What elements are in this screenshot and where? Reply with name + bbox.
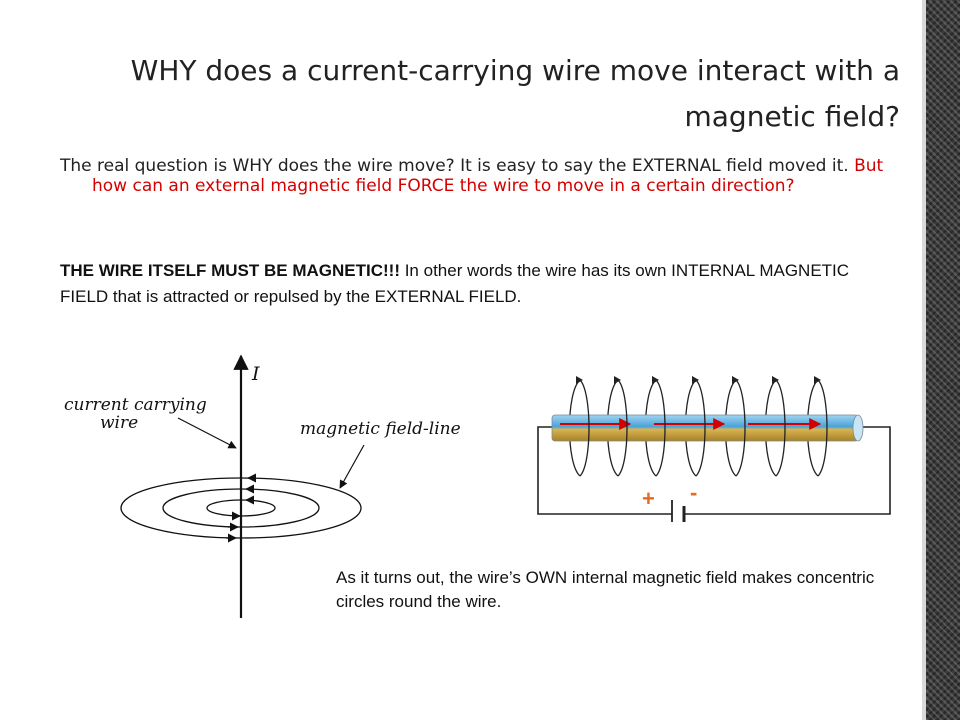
coil-loop-front (817, 379, 828, 477)
field-label-pointer (339, 444, 365, 489)
battery-minus: - (690, 480, 697, 505)
coil-direction-arrow (614, 376, 621, 384)
field-line-label: magnetic field-line (300, 419, 461, 439)
coil-loop-front (617, 379, 628, 477)
coil-loop-front (579, 379, 590, 477)
coil-direction-arrow (772, 376, 779, 384)
rod-end-cap (852, 414, 864, 442)
wire-label-line2: wire (100, 413, 138, 433)
coil-direction-arrow (652, 376, 659, 384)
current-label: I (251, 363, 260, 385)
field-line-inner (206, 499, 276, 517)
coil-direction-arrow (692, 376, 699, 384)
slide-border-edge (922, 0, 926, 720)
wire-label-pointer (177, 417, 237, 449)
circuit-wire-diagram: + - (537, 376, 891, 522)
slide-title: WHY does a current-carrying wire move in… (130, 54, 900, 133)
paragraph-question-highlight: But how can an external magnetic field F… (92, 156, 884, 196)
circuit-loop-right (684, 426, 891, 515)
coil-loop-front (775, 379, 786, 477)
slide-decorative-border (926, 0, 960, 720)
coil-direction-arrow (732, 376, 739, 384)
paragraph-question: The real question is WHY does the wire m… (60, 156, 892, 196)
coil-direction-arrow (814, 376, 821, 384)
field-line-middle (162, 488, 320, 528)
coil-front-group (576, 376, 828, 477)
coil-loop-front (735, 379, 746, 477)
coil-loop-front (695, 379, 706, 477)
paragraph-explanation: THE WIRE ITSELF MUST BE MAGNETIC!!! In o… (60, 258, 890, 310)
wire-field-diagram: I current carrying wire magnetic field-l… (64, 354, 461, 618)
wire-label-line1: current carrying (64, 395, 207, 415)
paragraph-explanation-emphasis: THE WIRE ITSELF MUST BE MAGNETIC!!! (60, 261, 400, 280)
field-line-outer (120, 477, 362, 539)
circuit-loop-left (537, 426, 672, 515)
paragraph-question-text: The real question is WHY does the wire m… (60, 156, 855, 176)
paragraph-explanation-text: In other words the wire has its own INTE… (60, 261, 850, 306)
coil-loop-front (655, 379, 666, 477)
battery-plus: + (642, 486, 655, 511)
caption-text: As it turns out, the wire’s OWN internal… (336, 568, 875, 611)
coil-direction-arrow (576, 376, 583, 384)
